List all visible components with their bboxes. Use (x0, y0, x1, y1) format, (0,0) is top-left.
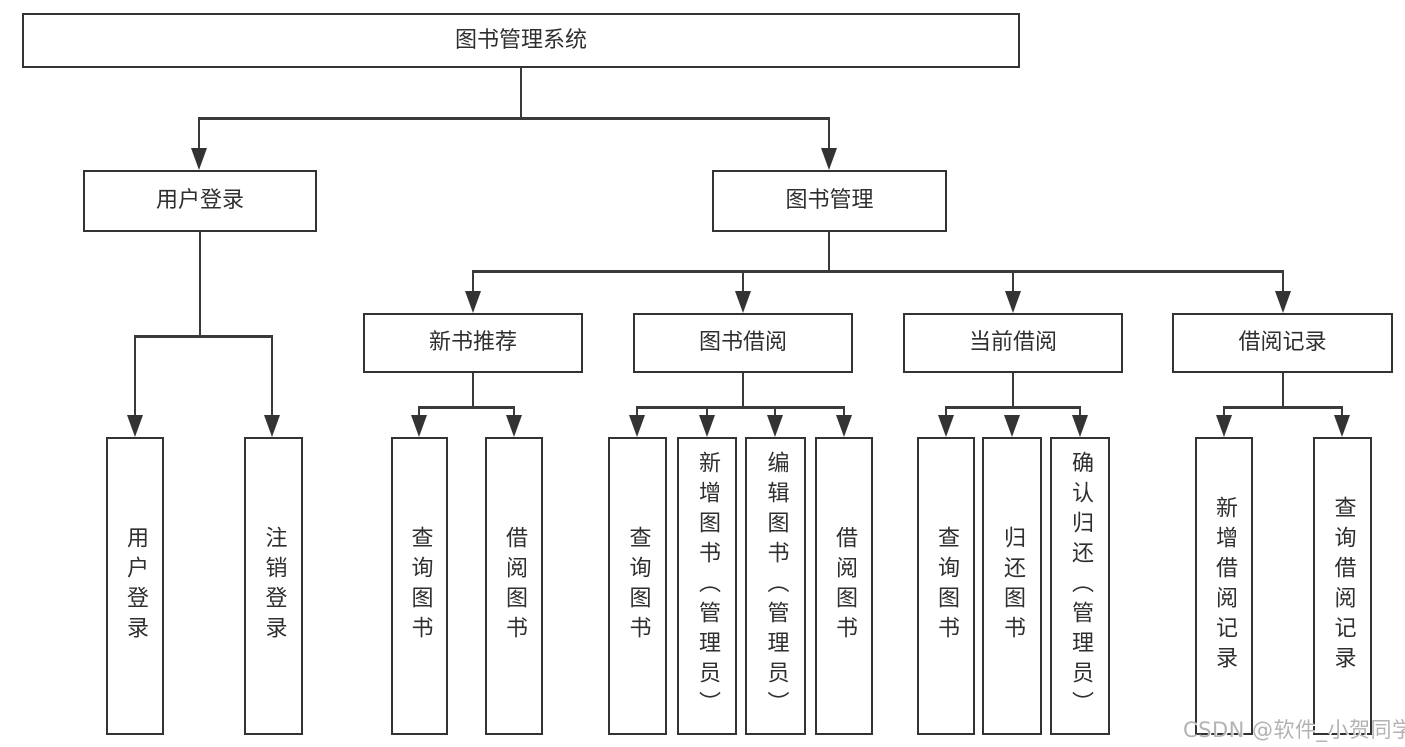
arrowhead (1072, 415, 1088, 437)
connector (519, 68, 523, 117)
arrowhead (1275, 291, 1291, 313)
leaf-label: 注销登录 (261, 526, 287, 646)
node-leaf-borrow-books-rec: 借阅图书 (485, 437, 543, 735)
connector (473, 270, 1283, 273)
connector (419, 406, 514, 409)
connector (842, 406, 846, 417)
leaf-label: 查询图书 (407, 526, 433, 646)
arrowhead (411, 415, 427, 437)
connector (1224, 406, 1342, 409)
node-leaf-query-books-rec: 查询图书 (391, 437, 448, 735)
arrowhead (1005, 291, 1021, 313)
node-book-management: 图书管理 (712, 170, 947, 232)
node-current-borrowing: 当前借阅 (903, 313, 1123, 373)
leaf-label: 新增借阅记录 (1212, 496, 1237, 676)
connector (198, 232, 202, 335)
node-leaf-borrow-books-bb: 借阅图书 (815, 437, 873, 735)
connector (741, 373, 745, 406)
connector (1011, 270, 1015, 295)
leaf-label: 编辑图书（管理员） (763, 451, 789, 721)
node-leaf-edit-books-admin: 编辑图书（管理员） (745, 437, 806, 735)
leaf-label: 查询图书 (625, 526, 651, 646)
csdn-watermark: CSDN @软件_小贺同学 (1183, 718, 1405, 742)
connector (199, 117, 830, 120)
node-leaf-query-books-bb: 查询图书 (608, 437, 667, 735)
leaf-label: 新增图书（管理员） (695, 451, 720, 721)
connector (133, 335, 137, 417)
connector (827, 232, 831, 270)
connector (944, 406, 948, 417)
arrowhead (629, 415, 645, 437)
node-book-borrowing: 图书借阅 (633, 313, 853, 373)
connector (773, 406, 777, 417)
arrowhead (127, 415, 143, 437)
leaf-label: 查询图书 (934, 526, 959, 646)
node-library-management-system: 图书管理系统 (22, 13, 1020, 68)
arrowhead (191, 148, 207, 170)
connector (827, 117, 831, 152)
connector (1340, 406, 1344, 417)
arrowhead (1334, 415, 1350, 437)
connector (1281, 270, 1285, 295)
connector (1011, 373, 1015, 406)
arrowhead (1004, 415, 1020, 437)
node-leaf-add-books-admin: 新增图书（管理员） (677, 437, 737, 735)
connector (946, 406, 1080, 409)
connector (270, 335, 274, 417)
arrowhead (465, 291, 481, 313)
node-leaf-query-books-cb: 查询图书 (917, 437, 975, 735)
connector (471, 373, 475, 406)
arrowhead (938, 415, 954, 437)
node-leaf-return-books: 归还图书 (982, 437, 1042, 735)
connector (741, 270, 745, 295)
node-leaf-user-login: 用户登录 (106, 437, 164, 735)
connector (705, 406, 709, 417)
arrowhead (1216, 415, 1232, 437)
connector (197, 117, 201, 152)
arrowhead (821, 148, 837, 170)
leaf-label: 归还图书 (1000, 526, 1025, 646)
node-leaf-query-borrow-record: 查询借阅记录 (1313, 437, 1372, 735)
node-borrowing-records: 借阅记录 (1172, 313, 1393, 373)
connector (1078, 406, 1082, 417)
arrowhead (264, 415, 280, 437)
leaf-label: 借阅图书 (832, 526, 857, 646)
node-new-book-recommendation: 新书推荐 (363, 313, 583, 373)
leaf-label: 用户登录 (123, 526, 148, 646)
connector (1281, 373, 1285, 406)
connector (635, 406, 639, 417)
connector (135, 335, 272, 338)
connector (512, 406, 516, 417)
node-leaf-logout: 注销登录 (244, 437, 303, 735)
connector (1222, 406, 1226, 417)
arrowhead (735, 291, 751, 313)
connector (637, 406, 844, 409)
connector (471, 270, 475, 295)
arrowhead (699, 415, 715, 437)
connector (417, 406, 421, 417)
leaf-label: 查询借阅记录 (1330, 496, 1356, 676)
arrowhead (836, 415, 852, 437)
node-leaf-confirm-return-admin: 确认归还（管理员） (1050, 437, 1110, 735)
leaf-label: 借阅图书 (502, 526, 527, 646)
arrowhead (767, 415, 783, 437)
node-user-login: 用户登录 (83, 170, 317, 232)
node-leaf-add-borrow-record: 新增借阅记录 (1195, 437, 1253, 735)
arrowhead (506, 415, 522, 437)
leaf-label: 确认归还（管理员） (1068, 451, 1093, 721)
